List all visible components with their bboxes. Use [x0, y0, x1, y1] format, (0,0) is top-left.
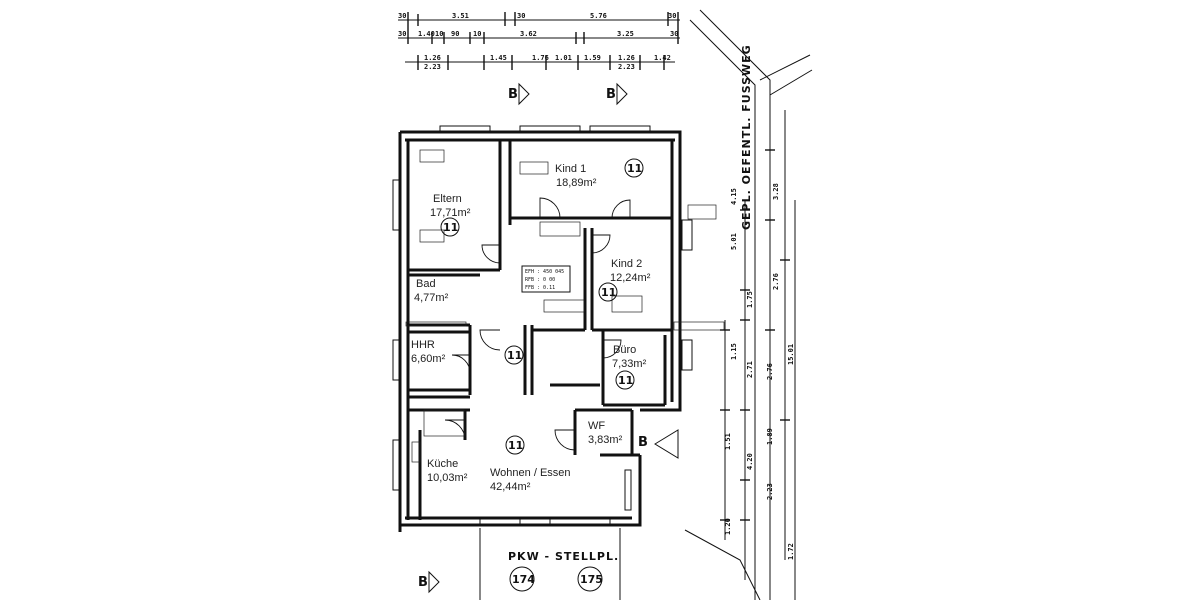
- dim-right-4: 2.76: [772, 273, 780, 290]
- dim-low-7: 1.26: [618, 54, 635, 62]
- floor-level-1: EFH : 450 045: [525, 269, 564, 275]
- interior-walls: [408, 140, 672, 520]
- dim-low-6: 1.59: [584, 54, 601, 62]
- dim-right-2: 5.01: [730, 233, 738, 250]
- section-mark-bottom: B: [418, 575, 428, 590]
- dim-mid-1: 30: [398, 30, 406, 38]
- dim-right-9: 15.01: [787, 344, 795, 365]
- dim-right-12: 4.20: [746, 453, 754, 470]
- dim-right-5: 1.75: [746, 291, 754, 308]
- room-eltern-name: Eltern: [433, 193, 462, 205]
- dim-top-1: 30: [398, 12, 406, 20]
- room-wf-area: 3,83m²: [588, 434, 623, 446]
- dim-mid-6: 3.62: [520, 30, 537, 38]
- dim-right-10: 1.51: [724, 433, 732, 450]
- section-markers: B B B B: [418, 82, 679, 594]
- svg-text:B: B: [508, 87, 518, 102]
- marker-buero: 11: [618, 374, 633, 387]
- windows: [392, 125, 693, 526]
- dim-mid-2: 1.40: [418, 30, 435, 38]
- room-bad-area: 4,77m²: [414, 292, 449, 304]
- dim-right-14: 1.20: [724, 518, 732, 535]
- room-kind1-area: 18,89m²: [556, 177, 597, 189]
- dim-low-2: 2.23: [424, 63, 441, 71]
- dim-top-3: 30: [517, 12, 525, 20]
- room-wf-name: WF: [588, 420, 605, 432]
- dim-top-4: 5.76: [590, 12, 607, 20]
- room-wohnen-area: 42,44m²: [490, 481, 531, 493]
- parking-space-175: 175: [580, 573, 603, 586]
- dim-top-5: 30: [668, 12, 676, 20]
- dim-low-3: 1.45: [490, 54, 507, 62]
- dim-right-1: 4.15: [730, 188, 738, 205]
- section-mark-top: B: [606, 87, 616, 102]
- top-dimension-chains: 30 3.51 30 5.76 30 30 1.40 10 90 10 3.62…: [398, 12, 680, 71]
- room-hhr-name: HHR: [411, 339, 435, 351]
- dim-low-9: 1.42: [654, 54, 671, 62]
- floor-level-2: RFB : 0 00: [525, 277, 555, 283]
- room-kueche-name: Küche: [427, 458, 458, 470]
- marker-kind2: 11: [601, 286, 616, 299]
- dim-low-5: 1.01: [555, 54, 572, 62]
- dim-right-13: 2.23: [766, 483, 774, 500]
- room-labels: Kind 1 18,89m² Eltern 17,71m² Kind 2 12,…: [411, 163, 651, 493]
- dim-mid-4: 90: [451, 30, 459, 38]
- room-buero-area: 7,33m²: [612, 358, 647, 370]
- marker-kind1: 11: [627, 162, 642, 175]
- dim-mid-7: 3.25: [617, 30, 634, 38]
- floor-level-box: EFH : 450 045 RFB : 0 00 FFB : 0.11: [521, 265, 571, 293]
- street-label: GEPL. OEFENTL. FUSSWEG: [740, 44, 753, 230]
- room-wohnen-name: Wohnen / Essen: [490, 467, 571, 479]
- dim-low-1: 1.26: [424, 54, 441, 62]
- room-eltern-area: 17,71m²: [430, 207, 471, 219]
- dim-mid-3: 10: [435, 30, 443, 38]
- room-bad-name: Bad: [416, 278, 436, 290]
- floor-level-3: FFB : 0.11: [525, 285, 555, 291]
- room-kueche-area: 10,03m²: [427, 472, 468, 484]
- parking-space-174: 174: [512, 573, 535, 586]
- door-swings: [444, 197, 631, 451]
- parking-area: PKW - STELLPL. 174 175: [479, 528, 761, 600]
- footpath-area: GEPL. OEFENTL. FUSSWEG 4.15 5.01 3.28 2.…: [689, 9, 813, 600]
- dim-mid-8: 30: [670, 30, 678, 38]
- dim-mid-5: 10: [473, 30, 481, 38]
- annotation-marks: [405, 149, 725, 463]
- dim-top-2: 3.51: [452, 12, 469, 20]
- marker-eltern: 11: [443, 221, 458, 234]
- dim-right-15: 1.72: [787, 543, 795, 560]
- dim-right-11: 1.89: [766, 428, 774, 445]
- parking-label: PKW - STELLPL.: [508, 550, 619, 563]
- room-kind1-name: Kind 1: [555, 163, 586, 175]
- dim-right-8: 2.76: [766, 363, 774, 380]
- marker-hhr: 11: [507, 349, 522, 362]
- dim-right-6: 1.15: [730, 343, 738, 360]
- section-mark-right: B: [638, 435, 648, 450]
- room-kind2-area: 12,24m²: [610, 272, 651, 284]
- room-hhr-area: 6,60m²: [411, 353, 446, 365]
- marker-wohnen: 11: [508, 439, 523, 452]
- dim-right-3: 3.28: [772, 183, 780, 200]
- room-kind2-name: Kind 2: [611, 258, 642, 270]
- room-markers: 11 11 11 11 11 11: [440, 158, 644, 455]
- dim-right-7: 2.71: [746, 361, 754, 378]
- dim-low-4: 1.76: [532, 54, 549, 62]
- dim-low-8: 2.23: [618, 63, 635, 71]
- room-buero-name: Büro: [613, 344, 636, 356]
